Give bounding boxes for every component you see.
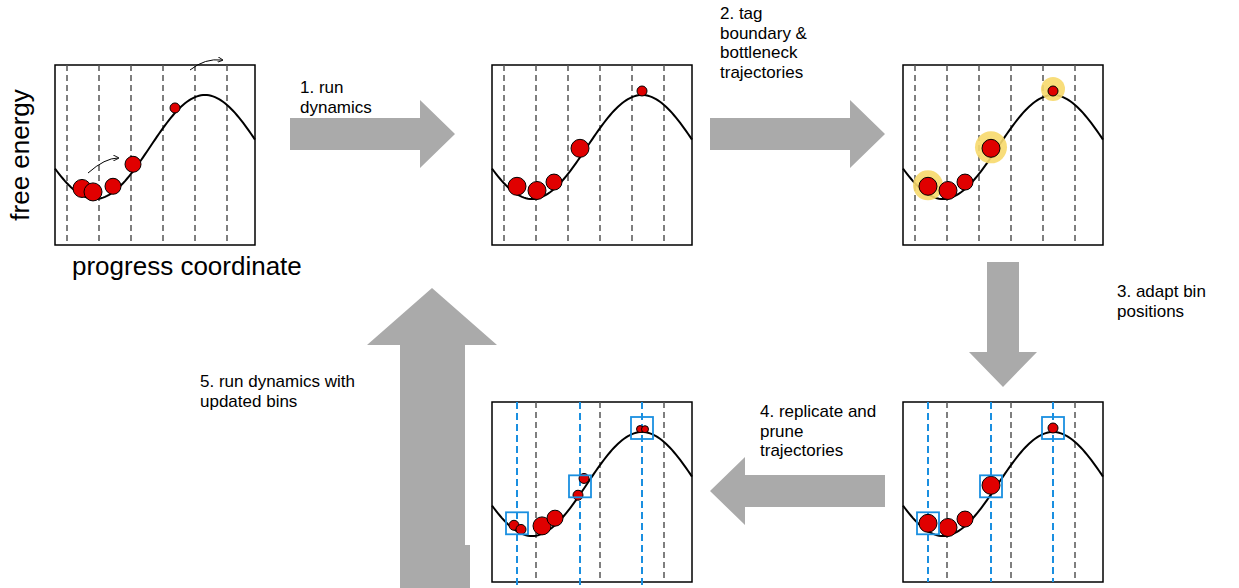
bin-boundary <box>1074 402 1076 582</box>
selection-box <box>506 512 528 534</box>
selection-box <box>569 475 591 497</box>
walker <box>982 139 1000 157</box>
free-energy-curve <box>903 432 1103 536</box>
tag-halo <box>975 131 1007 163</box>
walker <box>170 103 180 113</box>
process-arrow <box>969 262 1037 387</box>
tag-halo <box>1041 77 1065 101</box>
panel <box>903 402 1103 582</box>
panel <box>55 65 255 245</box>
walker <box>642 426 649 433</box>
panel-frame <box>492 402 692 582</box>
walker <box>919 177 937 195</box>
free-energy-curve <box>55 95 255 199</box>
adapted-bin-boundary <box>927 402 929 582</box>
walker <box>573 490 583 500</box>
bin-boundary <box>503 65 505 245</box>
selection-box <box>1042 417 1064 439</box>
bin-boundary <box>194 65 196 245</box>
panel <box>903 65 1103 245</box>
step-label: 4. replicate and prune trajectories <box>760 402 880 461</box>
bin-boundary <box>535 65 537 245</box>
process-arrow <box>367 288 497 588</box>
process-arrow <box>710 100 885 168</box>
bin-boundary <box>914 65 916 245</box>
bin-boundary <box>130 65 132 245</box>
step-label: 2. tag boundary & bottleneck trajectorie… <box>720 4 820 82</box>
panel-frame <box>903 65 1103 245</box>
bin-boundary <box>1010 402 1012 582</box>
walker <box>125 156 141 172</box>
selection-box <box>631 417 653 439</box>
walker <box>516 524 526 534</box>
axis-label: free energy <box>6 60 36 250</box>
bin-boundary <box>631 65 633 245</box>
walker <box>982 476 1000 494</box>
walker <box>528 181 546 199</box>
bin-boundary <box>66 65 68 245</box>
step-label: 5. run dynamics with updated bins <box>200 372 392 411</box>
walker <box>84 183 102 201</box>
panel <box>492 65 692 245</box>
panel <box>492 402 692 588</box>
walker <box>939 518 957 536</box>
walker <box>957 174 973 190</box>
walker <box>1048 86 1058 96</box>
bin-boundary <box>226 65 228 245</box>
bin-boundary <box>1010 65 1012 245</box>
walker <box>105 178 121 194</box>
panel-frame <box>55 65 255 245</box>
bin-boundary <box>599 402 601 582</box>
bin-boundary <box>567 65 569 245</box>
free-energy-curve <box>903 95 1103 199</box>
walker <box>637 86 647 96</box>
adapted-bin-boundary <box>516 402 518 588</box>
bin-boundary <box>946 65 948 245</box>
selection-box <box>980 475 1002 497</box>
walker <box>571 139 589 157</box>
selection-box <box>917 512 939 534</box>
walker <box>547 510 563 526</box>
tag-halo <box>913 170 943 200</box>
bin-boundary <box>98 65 100 245</box>
process-arrow <box>710 457 885 525</box>
walker <box>546 174 562 190</box>
walker <box>939 181 957 199</box>
bin-boundary <box>663 402 665 582</box>
free-energy-curve <box>492 95 692 199</box>
bin-boundary <box>162 65 164 245</box>
bin-boundary <box>663 65 665 245</box>
bin-boundary <box>535 402 537 582</box>
walker <box>1048 423 1058 433</box>
panel-frame <box>903 402 1103 582</box>
walker <box>508 177 526 195</box>
motion-arrow <box>190 60 222 70</box>
bin-boundary <box>1074 65 1076 245</box>
step-label: 1. run dynamics <box>300 78 410 117</box>
free-energy-curve <box>492 432 692 536</box>
step-label: 3. adapt bin positions <box>1117 282 1229 321</box>
axis-label: progress coordinate <box>72 252 312 282</box>
walker <box>919 514 937 532</box>
panel-frame <box>492 65 692 245</box>
bin-boundary <box>599 65 601 245</box>
walker <box>957 511 973 527</box>
bin-boundary <box>946 402 948 582</box>
motion-arrow <box>88 158 118 173</box>
